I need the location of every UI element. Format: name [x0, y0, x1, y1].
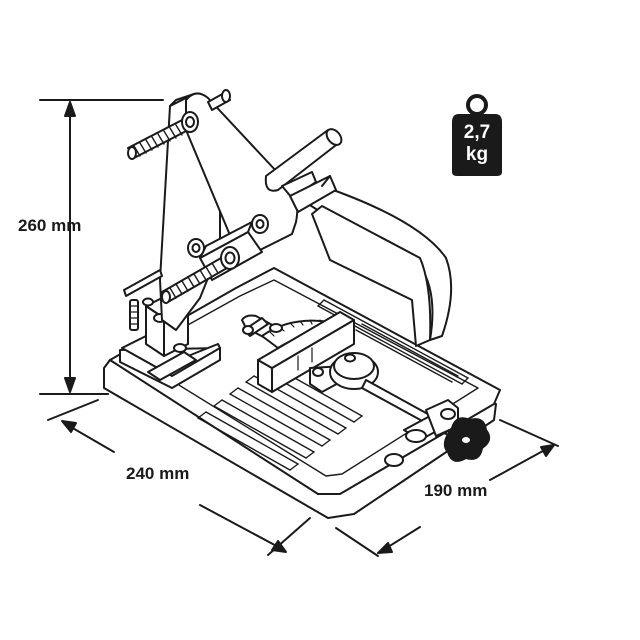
depth-dimension: [335, 419, 559, 557]
handle: [264, 128, 343, 199]
vise-jaw: [257, 311, 379, 393]
height-dimension: [39, 99, 164, 395]
width-label: 240 mm: [126, 464, 190, 483]
depth-label: 190 mm: [424, 481, 488, 500]
weight-unit: kg: [465, 144, 489, 165]
locking-lever: [242, 317, 269, 337]
height-label: 260 mm: [18, 216, 82, 235]
guard-bracket: [289, 175, 453, 347]
threaded-rod-lower: [123, 214, 269, 304]
weight-icon: [452, 94, 502, 176]
vise-screw: [361, 379, 459, 443]
weight-value: 2,7: [463, 122, 491, 143]
base-slots: [197, 363, 363, 471]
width-dimension: [47, 399, 311, 556]
base-plate: [103, 267, 501, 519]
mounting-hole: [384, 453, 404, 467]
weight-label: 2,7 kg: [451, 122, 503, 166]
vise-knob-hub: [460, 435, 472, 445]
threaded-rod-upper: [127, 89, 231, 160]
